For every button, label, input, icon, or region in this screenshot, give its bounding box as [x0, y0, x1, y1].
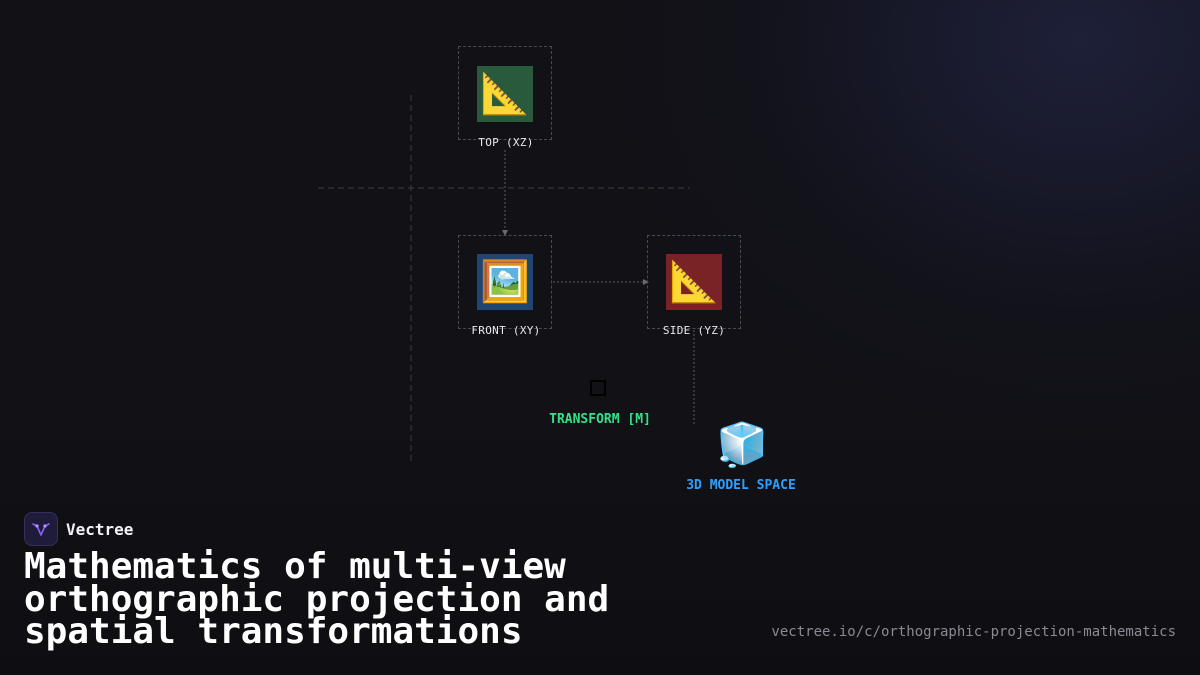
side-view-frame[interactable]: [647, 235, 741, 329]
cube-icon: 🧊: [716, 420, 769, 470]
front-view-label: FRONT (XY): [471, 324, 541, 337]
front-view-frame[interactable]: [458, 235, 552, 329]
transform-node[interactable]: [590, 380, 606, 396]
side-view-glyph: 📐: [669, 259, 719, 305]
triangular-ruler-icon: 📐: [477, 66, 533, 122]
triangular-ruler-icon: 📐: [666, 254, 722, 310]
page-url[interactable]: vectree.io/c/orthographic-projection-mat…: [771, 624, 1176, 640]
side-view-label: SIDE (YZ): [662, 324, 726, 337]
front-view-glyph: 🖼️: [480, 259, 530, 305]
framed-picture-icon: 🖼️: [477, 254, 533, 310]
top-view-glyph: 📐: [480, 71, 530, 117]
transform-label: TRANSFORM [M]: [549, 412, 651, 427]
page-title: Mathematics of multi-view orthographic p…: [24, 546, 610, 652]
brand[interactable]: Vectree: [24, 512, 133, 546]
top-view-frame[interactable]: [458, 46, 552, 140]
top-view-label: TOP (XZ): [478, 136, 534, 149]
brand-name: Vectree: [66, 519, 134, 539]
vectree-logo-icon: [24, 512, 58, 546]
cube-glyph: 🧊: [716, 420, 769, 469]
model-space-label: 3D MODEL SPACE: [686, 478, 796, 493]
